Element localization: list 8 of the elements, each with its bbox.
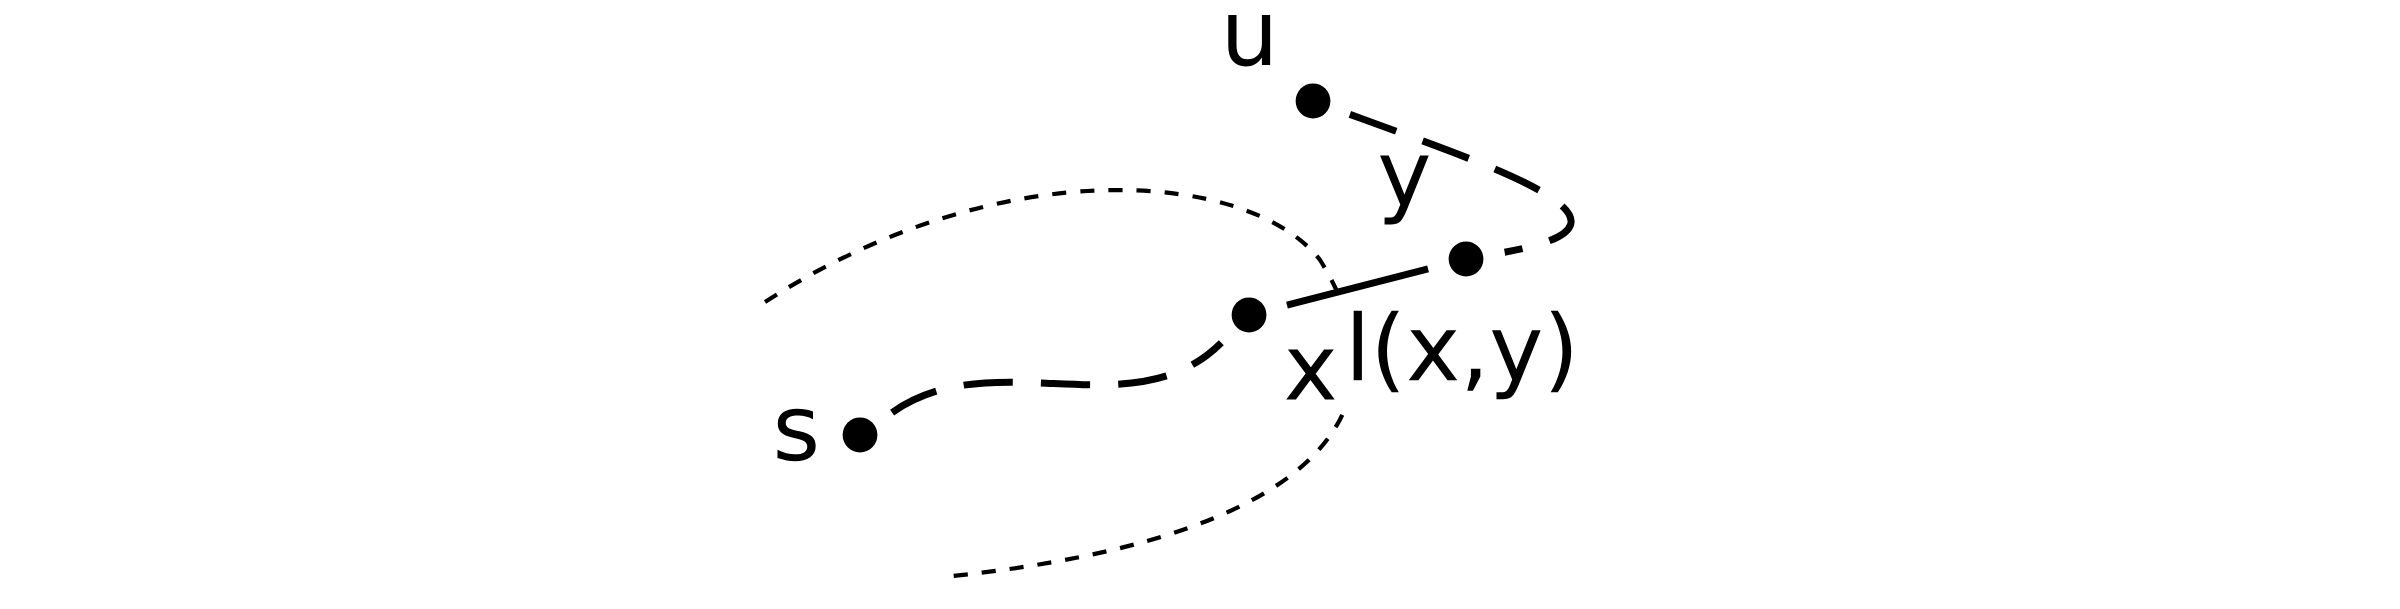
node-label: s — [777, 408, 816, 462]
edge-line — [1348, 111, 1574, 256]
edge-line — [890, 339, 1224, 416]
node-label: u — [1228, 13, 1271, 67]
edge-label: l(x,y) — [1338, 303, 1586, 407]
node-label: x — [1286, 349, 1335, 400]
edge-line — [1286, 265, 1429, 309]
node-label: y — [1380, 155, 1429, 225]
